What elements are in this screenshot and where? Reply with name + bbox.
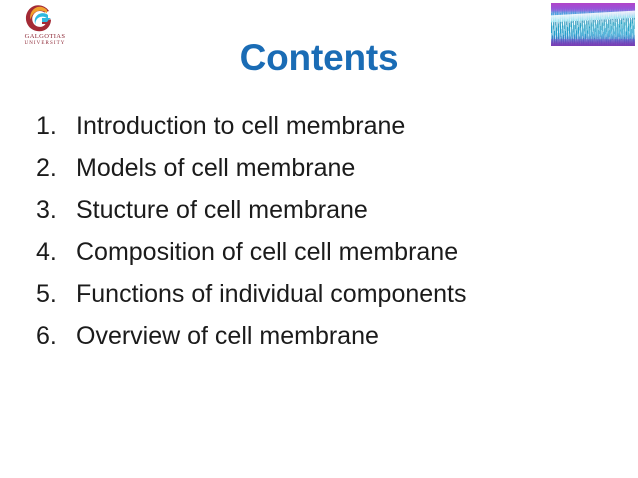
list-item-number: 3. (36, 196, 57, 224)
list-item: 6. Overview of cell membrane (30, 322, 590, 364)
list-item-label: Composition of cell cell membrane (76, 238, 459, 266)
list-item: 4. Composition of cell cell membrane (30, 238, 590, 280)
list-item-number: 1. (36, 112, 57, 140)
list-item: 5. Functions of individual components (30, 280, 590, 322)
logo-line-2: UNIVERSITY (24, 40, 66, 46)
list-item-number: 5. (36, 280, 57, 308)
contents-list: 1. Introduction to cell membrane 2. Mode… (30, 112, 590, 364)
list-item-label: Functions of individual components (76, 280, 467, 308)
university-logo-text: GALGOTIAS UNIVERSITY (14, 33, 76, 46)
list-item-label: Models of cell membrane (76, 154, 356, 182)
galgotias-swirl-logo-icon (22, 4, 54, 33)
list-item: 2. Models of cell membrane (30, 154, 590, 196)
list-item-number: 4. (36, 238, 57, 266)
cell-membrane-micrograph-image (551, 3, 635, 46)
list-item-label: Stucture of cell membrane (76, 196, 368, 224)
list-item: 3. Stucture of cell membrane (30, 196, 590, 238)
micrograph-top-band (551, 3, 635, 12)
logo-line-1: GALGOTIAS (24, 33, 66, 40)
micrograph-bottom-band (551, 39, 635, 46)
list-item: 1. Introduction to cell membrane (30, 112, 590, 154)
list-item-number: 6. (36, 322, 57, 350)
list-item-label: Overview of cell membrane (76, 322, 379, 350)
list-item-label: Introduction to cell membrane (76, 112, 406, 140)
slide-title: Contents (239, 37, 399, 78)
list-item-number: 2. (36, 154, 57, 182)
university-logo: GALGOTIAS UNIVERSITY (14, 4, 76, 50)
